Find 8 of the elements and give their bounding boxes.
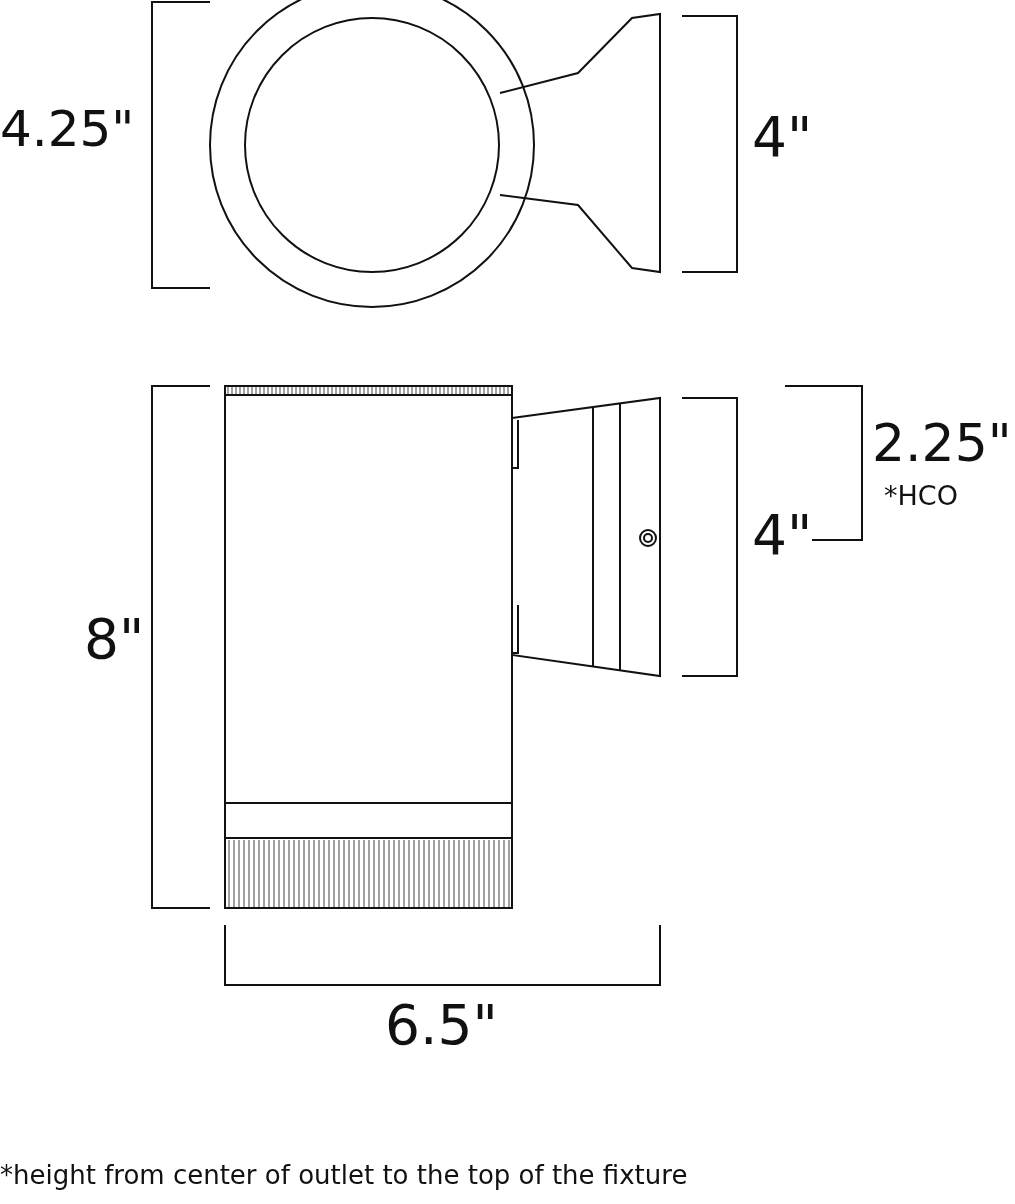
footnote: *height from center of outlet to the top of the fixture bbox=[0, 1162, 688, 1188]
dimension-label: 2.25" bbox=[872, 417, 1012, 469]
dimension-label: 8" bbox=[84, 612, 145, 667]
dimension-label: 4" bbox=[752, 110, 813, 165]
note-mark: *HCO bbox=[884, 482, 958, 509]
dimension-label: 4.25" bbox=[0, 104, 135, 154]
dimension-label: 4" bbox=[752, 508, 813, 563]
dimension-label: 6.5" bbox=[385, 998, 498, 1053]
